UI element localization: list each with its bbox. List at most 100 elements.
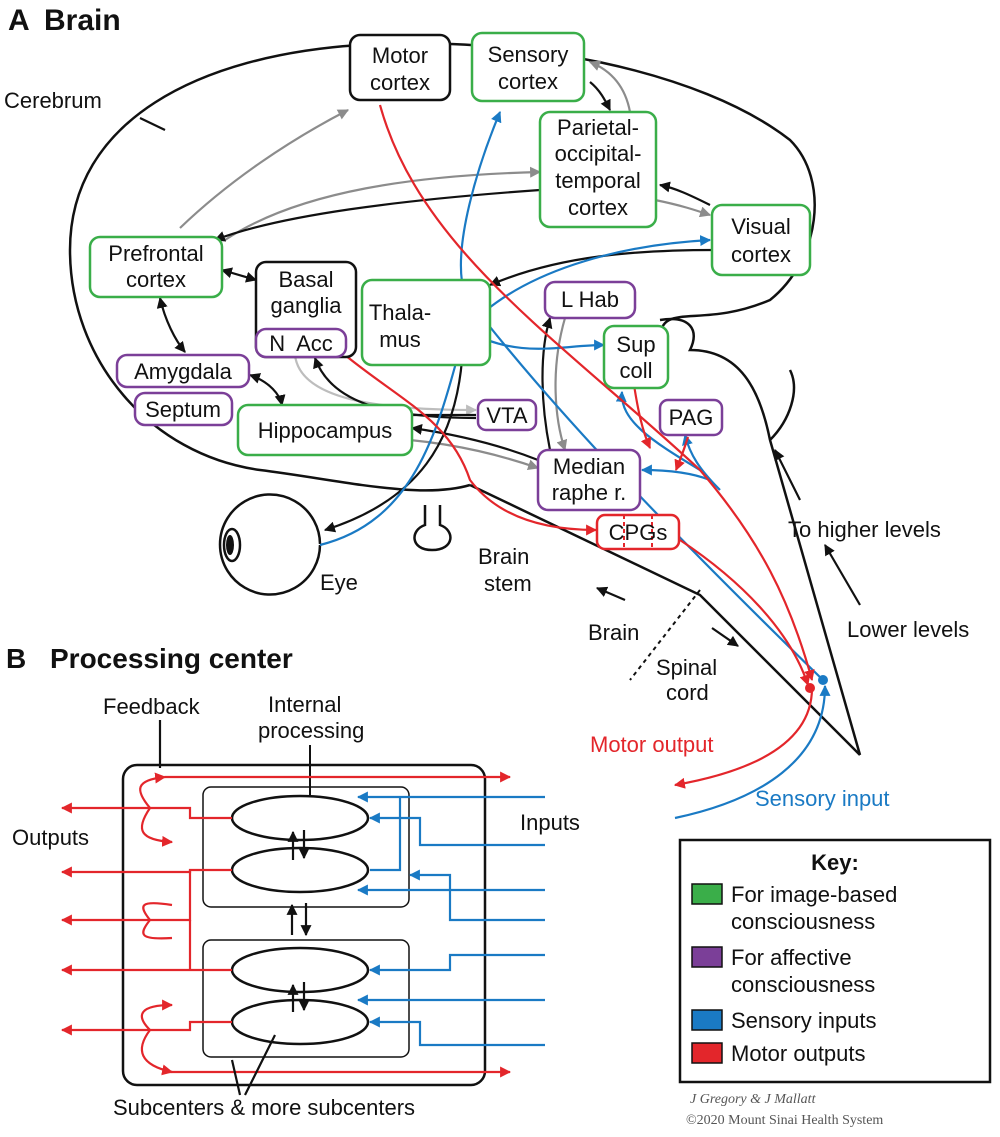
svg-text:Hippocampus: Hippocampus: [258, 418, 393, 443]
svg-text:cortex: cortex: [370, 70, 430, 95]
svg-text:temporal: temporal: [555, 168, 641, 193]
l-hab-box: L Hab: [543, 280, 637, 320]
subcenter-ellipse: [230, 846, 370, 894]
conn-hipp-raphe: [409, 438, 540, 471]
subcenters-pointer: [230, 1034, 276, 1096]
septum-box: Septum: [133, 391, 234, 427]
conn-pfc-bg: [220, 267, 258, 283]
spinal-cord-label-line2: cord: [666, 680, 709, 705]
higher-level-arrow: [774, 449, 801, 501]
svg-text:Motor: Motor: [372, 43, 428, 68]
brain-spinal-divider: [629, 589, 701, 681]
subcenter-ellipse: [230, 998, 370, 1046]
conn-thal-eye: [323, 359, 464, 533]
to-higher-levels-label: To higher levels: [788, 517, 941, 542]
conn-pot-pfc: [213, 188, 541, 242]
key-label: Sensory inputs: [731, 1008, 877, 1033]
n-acc-box: N Acc: [254, 327, 348, 359]
panel-a-title: Brain: [44, 4, 121, 37]
pot-cortex-box: Parietal- occipital- temporal cortex: [538, 110, 658, 229]
conn-pfc-amygdala: [156, 296, 186, 353]
key-label: Motor outputs: [731, 1041, 866, 1066]
key-swatch: [691, 1009, 723, 1031]
brain-stem-label-line2: stem: [484, 571, 532, 596]
motor-path-cpgs: [679, 539, 811, 687]
panel-b-title: Processing center: [50, 643, 293, 674]
conn-raphe-hipp: [410, 423, 539, 462]
brain-direction-arrow: [595, 586, 626, 602]
conn-sensory-pot: [589, 81, 611, 111]
eye-icon: [218, 493, 322, 596]
motor-path-nacc: [344, 354, 598, 536]
conn-pot-visual: [654, 198, 712, 218]
svg-text:L Hab: L Hab: [561, 287, 619, 312]
brain-label: Brain: [588, 620, 639, 645]
cpgs-box: CPGs: [595, 513, 681, 551]
hippocampus-box: Hippocampus: [236, 403, 414, 457]
svg-text:VTA: VTA: [486, 403, 527, 428]
motor-cortex-box: Motor cortex: [348, 33, 452, 102]
svg-text:cortex: cortex: [498, 69, 558, 94]
outputs-label: Outputs: [12, 825, 89, 850]
svg-text:cortex: cortex: [731, 242, 791, 267]
svg-text:occipital-: occipital-: [555, 141, 642, 166]
sensory-input-label: Sensory input: [755, 786, 890, 811]
median-raphe-box: Median raphe r.: [536, 448, 642, 512]
panel-b-letter: B: [6, 643, 26, 674]
panel-a-letter: A: [8, 4, 30, 37]
svg-text:mus: mus: [379, 327, 421, 352]
spinal-motor-dot: [805, 683, 815, 693]
cerebrum-label: Cerebrum: [4, 88, 102, 113]
pag-box: PAG: [658, 398, 724, 437]
svg-text:ganglia: ganglia: [271, 293, 343, 318]
svg-text:raphe r.: raphe r.: [552, 480, 627, 505]
svg-text:coll: coll: [619, 358, 652, 383]
pituitary-shape: [413, 505, 452, 552]
brain-stem-label: Brain: [478, 544, 529, 569]
svg-text:PAG: PAG: [669, 405, 714, 430]
conn-pfc-pot: [224, 166, 542, 241]
brainstem-outline: [469, 317, 862, 756]
svg-text:CPGs: CPGs: [609, 520, 668, 545]
key-label: For image-based: [731, 882, 897, 907]
key-frame: [678, 838, 992, 1084]
key-title: Key:: [811, 850, 859, 875]
visual-cortex-box: Visual cortex: [710, 203, 812, 277]
subcenters-label: Subcenters & more subcenters: [113, 1095, 415, 1120]
svg-text:Basal: Basal: [278, 267, 333, 292]
conn-raphe-lhab: [541, 316, 553, 451]
motor-path-cortex: [378, 104, 815, 682]
svg-text:Prefrontal: Prefrontal: [108, 241, 203, 266]
sup-coll-box: Sup coll: [602, 324, 670, 390]
svg-text:Visual: Visual: [731, 214, 791, 239]
spinal-sensory-dot: [818, 675, 828, 685]
credit-authors: J Gregory & J Mallatt: [690, 1092, 817, 1107]
panel-a: A Brain Cerebrum Eye: [4, 4, 969, 820]
vta-box: VTA: [476, 398, 538, 432]
lower-levels-label: Lower levels: [847, 617, 969, 642]
conn-amygdala-hipp: [248, 373, 286, 407]
feedback-label: Feedback: [103, 694, 201, 719]
panel-b: B Processing center Feedback Internal pr…: [6, 643, 580, 1120]
internal-processing-label: Internal: [268, 692, 341, 717]
motor-path-supcoll: [632, 384, 652, 450]
key-swatch: [691, 946, 723, 968]
conn-pot-sensory: [588, 60, 632, 113]
svg-text:cortex: cortex: [126, 267, 186, 292]
subcenter-ellipse: [230, 946, 370, 994]
spinal-direction-arrow: [711, 627, 739, 647]
subcenter-ellipse: [230, 794, 370, 842]
sensory-cortex-box: Sensory cortex: [470, 31, 586, 103]
sensory-path-cortex: [459, 110, 826, 683]
prefrontal-cortex-box: Prefrontal cortex: [88, 235, 224, 299]
key-label: consciousness: [731, 972, 875, 997]
credit-copyright: ©2020 Mount Sinai Health System: [686, 1113, 883, 1128]
lower-level-arrow: [824, 544, 861, 606]
cerebrum-pointer: [139, 117, 166, 131]
sensory-input-arrow: [674, 684, 831, 820]
spinal-cord-label: Spinal: [656, 655, 717, 680]
svg-text:cortex: cortex: [568, 195, 628, 220]
svg-text:Amygdala: Amygdala: [134, 359, 233, 384]
